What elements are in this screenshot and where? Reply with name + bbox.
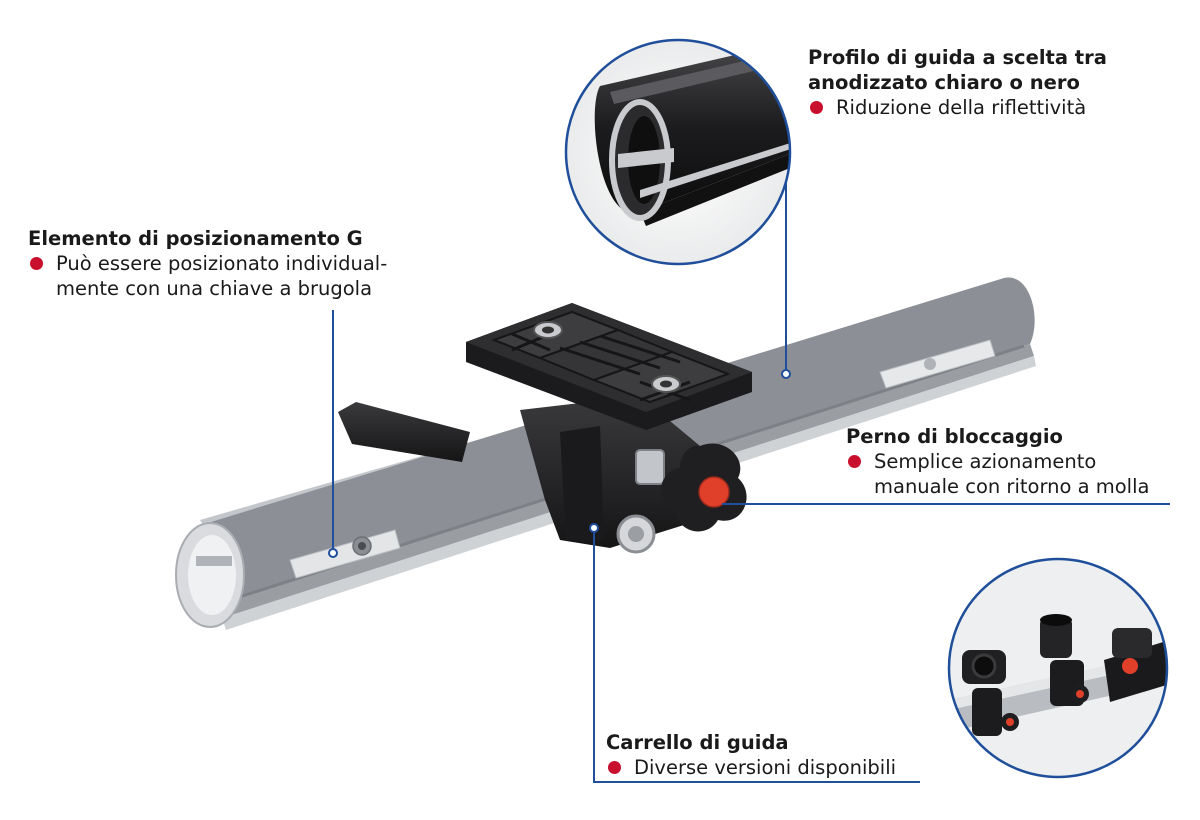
callout-title-line: Carrello di guida — [606, 731, 789, 754]
detail-circle-variants — [947, 557, 1169, 779]
positioning-element — [289, 529, 401, 579]
clamp-lever — [338, 402, 470, 462]
callout-positioning: Elemento di posizionamento G Può essere … — [28, 226, 387, 301]
callout-carriage: Carrello di guida Diverse versioni dispo… — [606, 730, 896, 780]
callout-locking: Perno di bloccaggio Semplice azionamento… — [846, 424, 1149, 499]
callout-title-line: anodizzato chiaro o nero — [808, 71, 1080, 94]
bullet-item: Può essere posizionato individual- mente… — [28, 251, 387, 301]
callout-title: Perno di bloccaggio — [846, 424, 1149, 449]
callout-title-line: Perno di bloccaggio — [846, 425, 1063, 448]
bullet-text: Riduzione della riflettività — [836, 96, 1087, 119]
bullet-item: Riduzione della riflettività — [808, 95, 1200, 120]
leader-line-carriage — [593, 530, 920, 783]
bullet-text: manuale con ritorno a molla — [874, 475, 1150, 498]
locking-knob — [635, 443, 747, 532]
callout-title: Elemento di posizionamento G — [28, 226, 387, 251]
callout-title-line: Elemento di posizionamento G — [28, 227, 363, 250]
callout-title: Profilo di guida a scelta tra anodizzato… — [808, 45, 1200, 95]
bullet-text: Semplice azionamento — [874, 450, 1097, 473]
bullet-text: Diverse versioni disponibili — [634, 756, 897, 779]
detail-circle-profile — [564, 38, 792, 266]
knob-cap — [699, 477, 729, 507]
guide-carriage — [520, 396, 700, 554]
bullet-text: mente con una chiave a brugola — [56, 277, 373, 300]
bullet-item: Semplice azionamento manuale con ritorno… — [846, 449, 1149, 499]
mounting-plate — [466, 303, 752, 430]
rail-clip — [879, 339, 996, 389]
callout-title-line: Profilo di guida a scelta tra — [808, 46, 1107, 69]
bullet-item: Diverse versioni disponibili — [606, 755, 896, 780]
callout-profile: Profilo di guida a scelta tra anodizzato… — [808, 45, 1200, 120]
callout-title: Carrello di guida — [606, 730, 896, 755]
leader-lines — [332, 160, 1170, 783]
bullet-text: Può essere posizionato individual- — [56, 252, 388, 275]
